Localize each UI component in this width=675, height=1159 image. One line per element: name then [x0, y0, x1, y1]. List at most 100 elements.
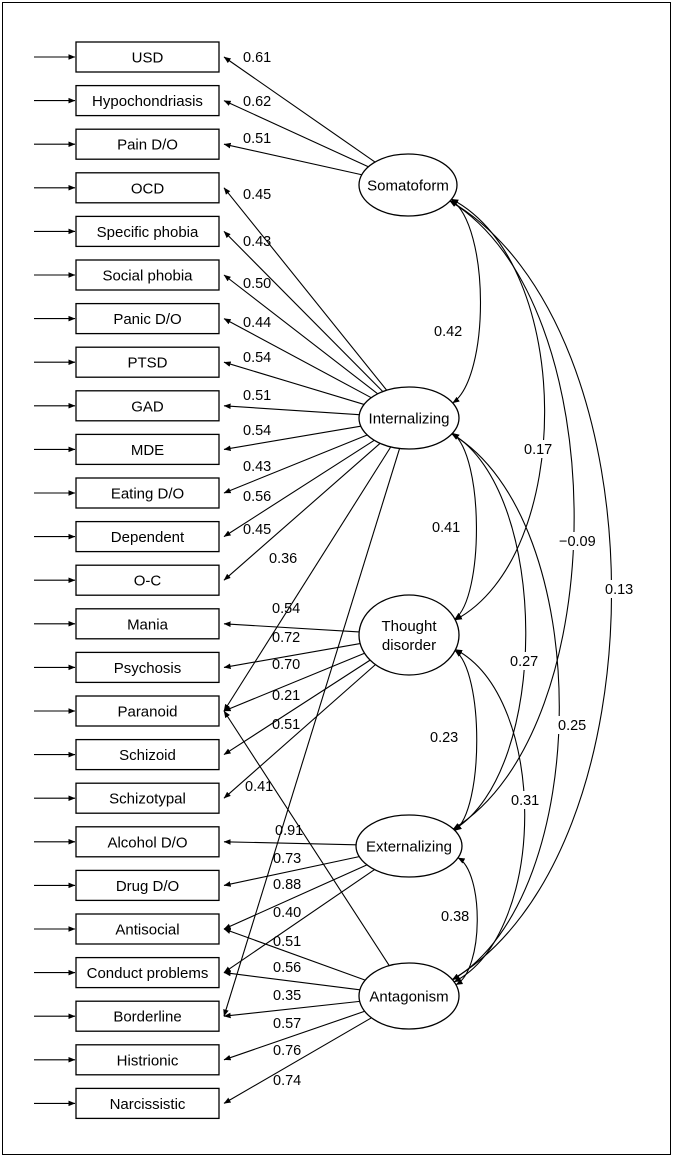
correlation-label-bg-somatoform-internalizing [432, 322, 466, 340]
loading-value-internalizing-social-phobia: 0.50 [243, 276, 271, 292]
correlation-path-somatoform-antagonism [449, 200, 613, 981]
loading-path-internalizing-mde [223, 425, 361, 452]
loading-path-internalizing-ptsd [223, 361, 365, 405]
loading-path-antagonism-conduct-problems [223, 970, 360, 991]
correlation-value-internalizing-externalizing: 0.27 [510, 654, 538, 670]
loading-value-internalizing-ocd: 0.45 [243, 187, 271, 203]
shape-layer [75, 41, 463, 1120]
loading-path-internalizing-borderline [223, 448, 401, 1017]
indicator-box-antisocial [75, 913, 220, 945]
indicator-box-schizotypal [75, 782, 220, 814]
factor-ellipse-somatoform [358, 153, 458, 217]
indicator-box-eating-d-o [75, 477, 220, 509]
correlation-value-somatoform-antagonism: 0.13 [605, 582, 633, 598]
loading-value-internalizing-ptsd: 0.54 [243, 350, 271, 366]
indicator-label-antisocial: Antisocial [115, 922, 179, 939]
indicator-box-mania [75, 608, 220, 640]
indicator-label-histrionic: Histrionic [117, 1052, 179, 1069]
loading-value-internalizing-gad: 0.51 [243, 388, 271, 404]
factor-ellipse-antagonism [358, 962, 460, 1030]
indicator-box-schizoid [75, 738, 220, 771]
correlation-value-internalizing-thought: 0.41 [432, 520, 460, 536]
indicator-box-ocd [75, 172, 220, 204]
indicator-label-pain-d-o: Pain D/O [117, 137, 178, 154]
loading-value-internalizing-mde: 0.54 [243, 423, 271, 439]
loading-value-somatoform-hypochondriasis: 0.62 [243, 94, 271, 110]
indicator-box-panic-d-o [75, 302, 220, 335]
correlation-value-somatoform-externalizing: −0.09 [559, 534, 596, 550]
loading-path-internalizing-social-phobia [223, 274, 379, 395]
loading-path-internalizing-o-c [223, 442, 381, 581]
indicator-label-specific-phobia: Specific phobia [97, 224, 199, 241]
loading-path-internalizing-panic-d-o [223, 318, 372, 399]
correlation-label-bg-somatoform-antagonism [603, 580, 637, 598]
indicator-label-borderline: Borderline [113, 1009, 181, 1026]
loading-path-antagonism-narcissistic [223, 1017, 372, 1104]
loading-value-antagonism-conduct-problems: 0.35 [273, 988, 301, 1004]
factor-label-somatoform: Somatoform [367, 178, 449, 195]
loading-value-internalizing-specific-phobia: 0.43 [243, 234, 271, 250]
indicator-box-mde [75, 433, 220, 466]
indicator-box-conduct-problems [75, 956, 220, 989]
correlation-path-externalizing-antagonism [455, 857, 478, 986]
indicator-box-drug-d-o [75, 869, 220, 902]
loading-value-somatoform-pain-d-o: 0.51 [243, 131, 271, 147]
indicator-label-psychosis: Psychosis [114, 660, 182, 677]
indicator-label-dependent: Dependent [111, 529, 185, 546]
indicator-box-hypochondriasis [75, 84, 220, 117]
loading-value-thought-mania: 0.72 [272, 630, 300, 646]
indicator-box-ptsd [75, 346, 220, 378]
loading-value-thought-psychosis: 0.70 [272, 657, 300, 673]
correlation-path-somatoform-internalizing [450, 199, 482, 404]
correlation-value-internalizing-antagonism: 0.25 [558, 718, 586, 734]
indicator-box-paranoid [75, 695, 220, 727]
indicator-label-ocd: OCD [131, 180, 165, 197]
loading-path-internalizing-ocd [223, 187, 388, 391]
indicator-label-panic-d-o: Panic D/O [113, 311, 181, 328]
loading-value-antagonism-narcissistic: 0.74 [273, 1073, 301, 1089]
indicator-label-paranoid: Paranoid [117, 704, 177, 721]
correlation-label-bg-externalizing-antagonism [439, 907, 473, 925]
indicator-box-borderline [75, 1000, 220, 1032]
loading-path-thought-schizoid [223, 659, 371, 756]
correlation-path-somatoform-externalizing [449, 200, 575, 830]
indicator-label-narcissistic: Narcissistic [110, 1096, 186, 1113]
indicator-label-hypochondriasis: Hypochondriasis [92, 93, 203, 110]
loading-path-antagonism-paranoid [223, 710, 390, 966]
loading-path-antagonism-antisocial [223, 928, 366, 981]
correlation-label-bg-somatoform-thought [522, 440, 556, 458]
correlation-path-internalizing-externalizing [451, 433, 527, 831]
loading-value-internalizing-dependent: 0.56 [243, 489, 271, 505]
loading-path-somatoform-usd [223, 56, 376, 163]
loading-value-thought-schizotypal: 0.91 [275, 823, 303, 839]
indicator-label-drug-d-o: Drug D/O [116, 878, 179, 895]
loading-value-externalizing-antisocial: 0.40 [273, 905, 301, 921]
factor-ellipse-internalizing [358, 386, 460, 450]
correlation-path-internalizing-thought [452, 432, 477, 620]
loading-path-thought-paranoid [223, 652, 365, 712]
loading-value-externalizing-conduct-problems: 0.51 [273, 934, 301, 950]
correlation-label-bg-internalizing-antagonism [556, 716, 590, 734]
loading-value-internalizing-eating-d-o: 0.43 [243, 459, 271, 475]
factor-label-externalizing: Externalizing [366, 839, 452, 856]
indicator-box-histrionic [75, 1044, 220, 1076]
loading-value-externalizing-alcohol-d-o: 0.73 [273, 851, 301, 867]
indicator-label-mde: MDE [131, 442, 164, 459]
indicator-label-ptsd: PTSD [127, 355, 167, 372]
correlation-label-bg-somatoform-externalizing [557, 532, 591, 550]
loading-path-antagonism-borderline [223, 1000, 360, 1019]
indicator-box-o-c [75, 564, 220, 596]
correlation-label-bg-thought-antagonism [509, 791, 543, 809]
loading-path-internalizing-paranoid [223, 446, 392, 712]
indicator-box-narcissistic [75, 1087, 220, 1120]
loading-value-thought-paranoid: 0.21 [272, 688, 300, 704]
correlation-label-bg-internalizing-externalizing [508, 652, 542, 670]
loading-value-antagonism-antisocial: 0.56 [273, 960, 301, 976]
correlation-path-thought-antagonism [453, 649, 526, 983]
indicator-label-schizotypal: Schizotypal [109, 791, 186, 808]
loading-value-internalizing-panic-d-o: 0.44 [243, 315, 271, 331]
factor-label-internalizing: Internalizing [369, 411, 450, 428]
